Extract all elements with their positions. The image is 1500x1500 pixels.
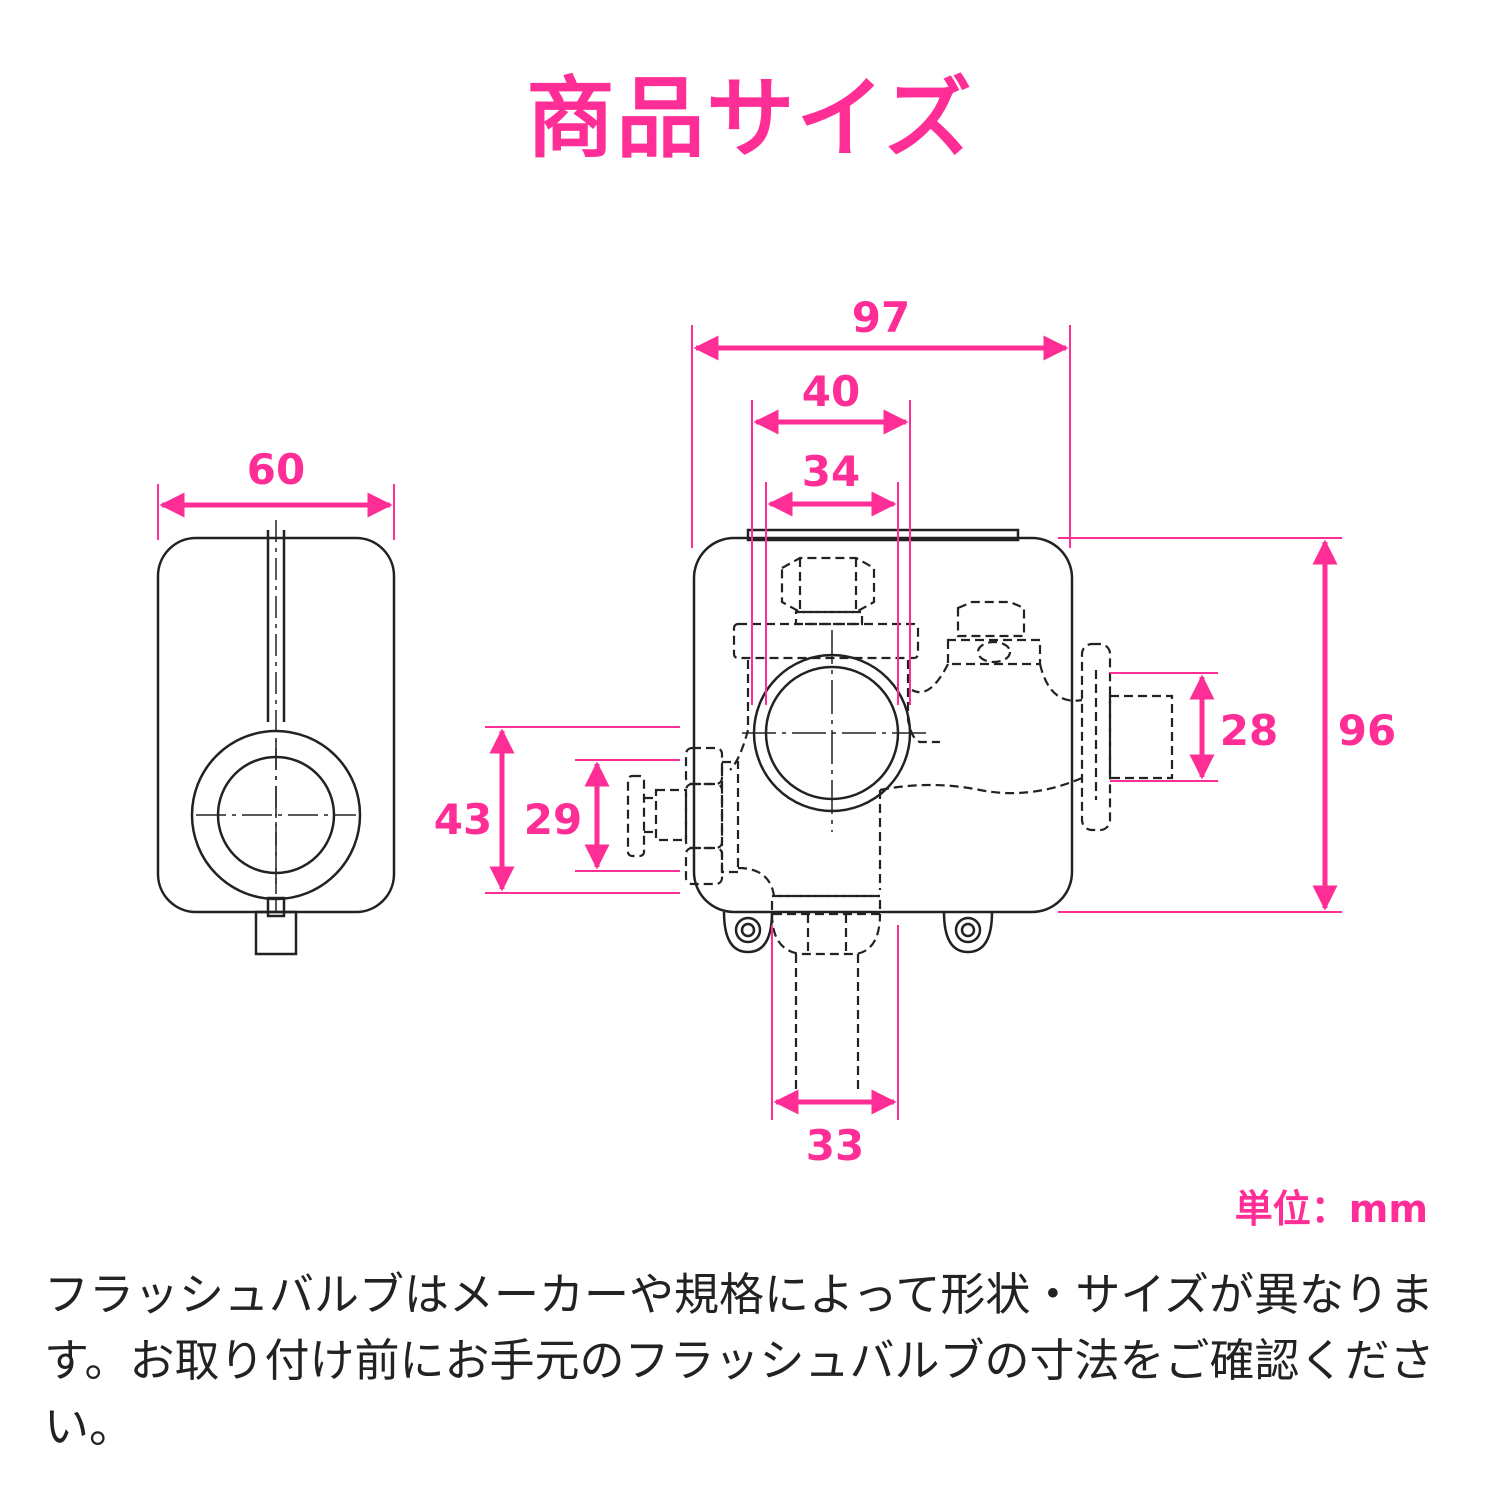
side-view-stub [254, 910, 298, 956]
dim-label-inner-diameter: 34 [802, 447, 860, 496]
side-view [156, 520, 396, 956]
front-view-body [692, 536, 1074, 914]
unit-label: 単位：mm [1234, 1187, 1428, 1231]
front-view [692, 528, 1074, 954]
caution-note: フラッシュバルブはメーカーや規格によって形状・サイズが異なります。お取り付け前に… [44, 1268, 1435, 1453]
dim-label-outer-diameter: 40 [802, 367, 860, 416]
dim-label-right-outlet: 28 [1220, 706, 1278, 755]
dim-label-total-width: 97 [852, 293, 910, 342]
front-button [742, 630, 930, 832]
dim-label-side-width: 60 [247, 445, 305, 494]
dim-label-left-inner: 29 [524, 795, 582, 844]
page-title: 商品サイズ [526, 67, 974, 170]
mount-nut-right [942, 911, 994, 954]
dim-label-total-height: 96 [1338, 706, 1396, 755]
valve-hidden-lines [626, 556, 1174, 1090]
dim-side-width: 60 [157, 445, 395, 540]
mount-nut-left [722, 911, 774, 954]
dim-label-bottom-pipe: 33 [806, 1121, 864, 1170]
dim-label-left-outer: 43 [434, 795, 492, 844]
